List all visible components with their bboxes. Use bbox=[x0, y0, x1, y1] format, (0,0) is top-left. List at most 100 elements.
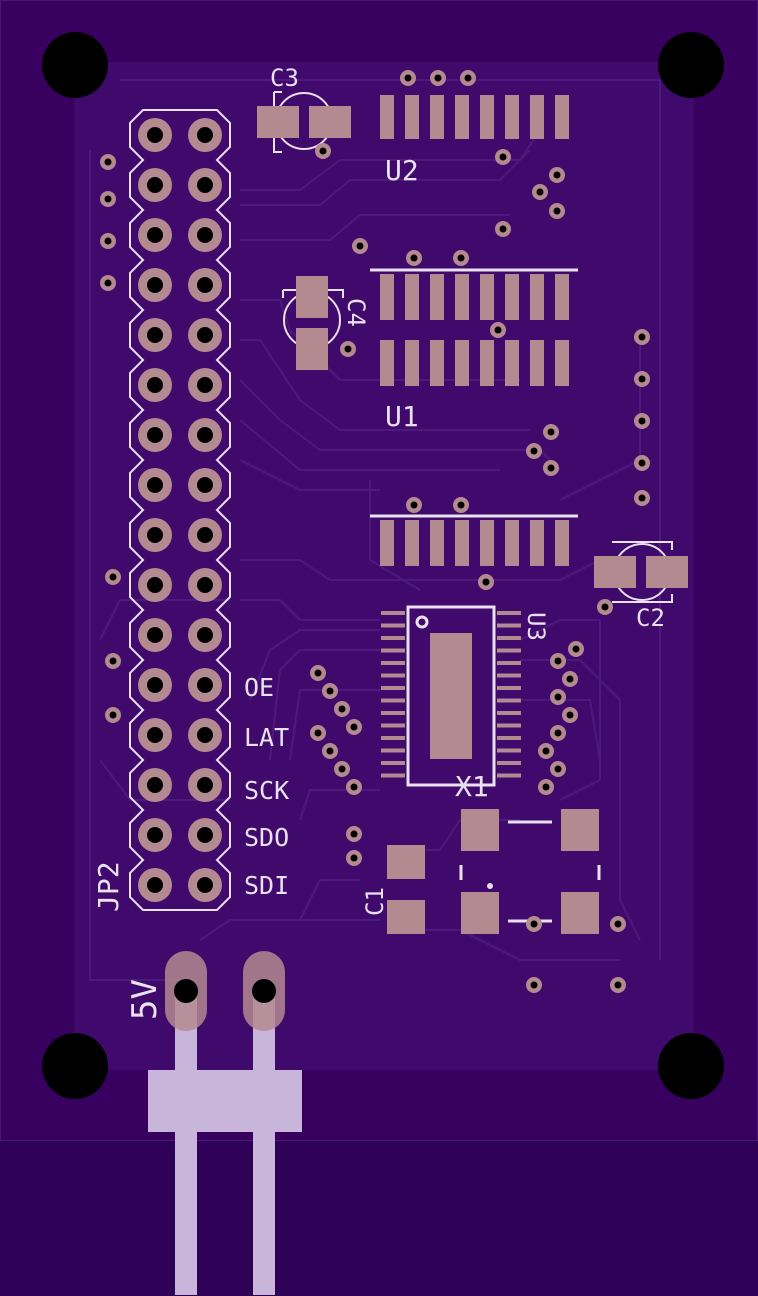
jp2-pads bbox=[138, 118, 222, 902]
via-hole bbox=[109, 711, 117, 719]
smd-pad bbox=[480, 520, 494, 566]
via-hole bbox=[601, 603, 609, 611]
header-pad-hole bbox=[147, 177, 163, 193]
mounting-holes bbox=[42, 32, 724, 1099]
header-pad-hole bbox=[197, 527, 213, 543]
jp2-label: JP2 bbox=[92, 861, 125, 912]
header-pad-hole bbox=[197, 677, 213, 693]
header-pad-hole bbox=[147, 527, 163, 543]
header-pad-hole bbox=[147, 727, 163, 743]
header-pad-hole bbox=[197, 477, 213, 493]
power-pad-hole bbox=[252, 979, 276, 1003]
c4-component: C4 bbox=[282, 276, 370, 370]
via-hole bbox=[326, 747, 334, 755]
header-pad-hole bbox=[147, 577, 163, 593]
via-hole bbox=[410, 501, 418, 509]
via-hole bbox=[457, 501, 465, 509]
smd-pad bbox=[405, 95, 419, 139]
c1-label: C1 bbox=[361, 887, 389, 916]
via-hole bbox=[554, 765, 562, 773]
u3-pin bbox=[381, 698, 405, 703]
c2-pad bbox=[646, 556, 688, 588]
via-hole bbox=[638, 333, 646, 341]
u3-pin bbox=[497, 711, 521, 715]
via-hole bbox=[536, 188, 544, 196]
u3-pin bbox=[381, 673, 405, 678]
via-hole bbox=[547, 428, 555, 436]
u3-pin bbox=[381, 623, 405, 628]
c4-pad bbox=[296, 328, 328, 370]
u3-pin bbox=[497, 736, 521, 740]
u3-pin bbox=[497, 773, 521, 778]
via-hole bbox=[457, 254, 465, 262]
via-hole bbox=[350, 723, 358, 731]
traces bbox=[89, 79, 661, 981]
lower-row-pads bbox=[380, 520, 569, 566]
header-pad-hole bbox=[197, 577, 213, 593]
via-hole bbox=[614, 981, 622, 989]
header-pad-hole bbox=[147, 777, 163, 793]
header-pad-hole bbox=[147, 427, 163, 443]
pin-label-lat: LAT bbox=[244, 723, 289, 752]
header-pad-hole bbox=[147, 627, 163, 643]
smd-pad bbox=[505, 274, 519, 320]
via-hole bbox=[638, 459, 646, 467]
header-pad-hole bbox=[147, 477, 163, 493]
c1-pad bbox=[387, 845, 425, 879]
power-label: 5V bbox=[125, 979, 165, 1020]
via-hole bbox=[554, 657, 562, 665]
smd-pad bbox=[430, 520, 444, 566]
via-hole bbox=[572, 645, 580, 653]
c4-pad bbox=[296, 276, 328, 318]
header-pad-hole bbox=[197, 827, 213, 843]
u3-pin bbox=[381, 761, 405, 765]
via-hole bbox=[338, 705, 346, 713]
via-hole bbox=[314, 669, 322, 677]
via-hole bbox=[350, 783, 358, 791]
x1-pad bbox=[561, 809, 599, 851]
x1-pad bbox=[461, 892, 499, 934]
u3-pin bbox=[381, 686, 405, 690]
u3-pin bbox=[497, 611, 521, 615]
u3-pin bbox=[381, 723, 405, 728]
x1-pad bbox=[461, 809, 499, 851]
c2-component: C2 bbox=[594, 541, 688, 632]
c3-label: C3 bbox=[270, 64, 299, 92]
via-hole bbox=[319, 147, 327, 155]
via-hole bbox=[566, 675, 574, 683]
smd-pad bbox=[405, 520, 419, 566]
header-pad-hole bbox=[197, 127, 213, 143]
smd-pad bbox=[380, 340, 394, 386]
via-hole bbox=[344, 345, 352, 353]
smd-pad bbox=[480, 274, 494, 320]
smd-pad bbox=[530, 340, 544, 386]
header-pad-hole bbox=[197, 277, 213, 293]
power-pad-hole bbox=[174, 979, 198, 1003]
u1-label: U1 bbox=[385, 400, 419, 433]
u3-pin bbox=[381, 773, 405, 778]
smd-pad bbox=[430, 340, 444, 386]
via-hole bbox=[638, 494, 646, 502]
via-hole bbox=[104, 158, 112, 166]
via-hole bbox=[530, 447, 538, 455]
via-hole bbox=[104, 279, 112, 287]
smd-pad bbox=[480, 95, 494, 139]
u3-pin bbox=[497, 761, 521, 765]
c1-pad bbox=[387, 900, 425, 934]
u1-pads bbox=[380, 274, 569, 386]
via-hole bbox=[350, 830, 358, 838]
x1-label: X1 bbox=[455, 770, 489, 803]
smd-pad bbox=[505, 95, 519, 139]
via-hole bbox=[553, 171, 561, 179]
u3-pin bbox=[497, 623, 521, 628]
smd-pad bbox=[380, 274, 394, 320]
via-hole bbox=[314, 729, 322, 737]
via-hole bbox=[542, 783, 550, 791]
header-pad-hole bbox=[197, 177, 213, 193]
smd-pad bbox=[505, 340, 519, 386]
smd-pad bbox=[555, 274, 569, 320]
via-hole bbox=[482, 578, 490, 586]
u3-pin bbox=[381, 648, 405, 653]
smd-pad bbox=[405, 340, 419, 386]
